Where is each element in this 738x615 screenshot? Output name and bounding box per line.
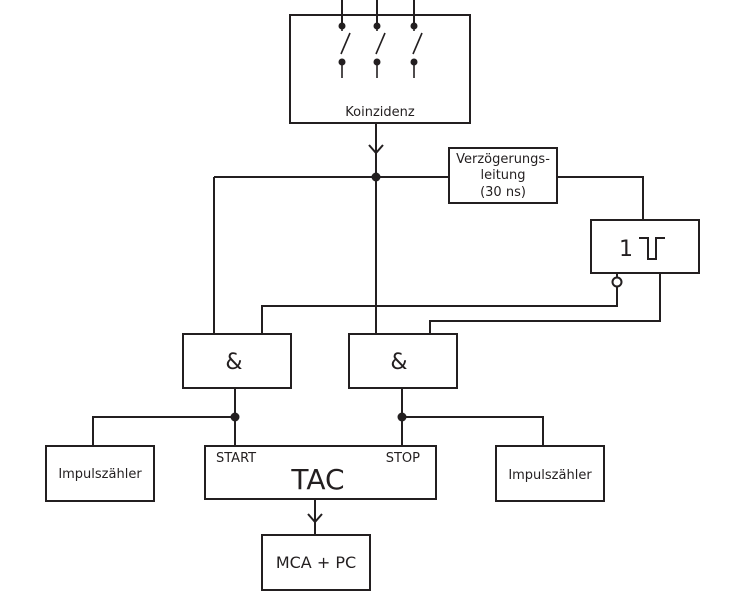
arrow-down-icon [307, 513, 323, 524]
counter-label: Impulszähler [58, 467, 142, 482]
delay-line-label-line3: (30 ns) [480, 185, 526, 200]
switch-icon [338, 22, 351, 78]
mca-pc-label: MCA + PC [276, 553, 356, 572]
and-gate-label: & [390, 350, 407, 375]
switch-icon [373, 22, 386, 78]
delay-to-monoflop-wire [557, 176, 644, 220]
stop-to-counter-wire [402, 416, 544, 446]
tac-start-label: START [216, 451, 256, 466]
delay-line-label-line2: leitung [480, 168, 525, 183]
switch-icon [410, 22, 423, 78]
and-gate-stop: & [348, 333, 458, 389]
and-gate-label: & [225, 350, 242, 375]
coincidence-block: Koinzidenz [289, 0, 471, 124]
tac-block: START STOP TAC [204, 445, 437, 500]
inversion-circle-icon [611, 276, 623, 288]
inverted-to-left-and-wire [261, 286, 618, 334]
counter-left: Impulszähler [45, 445, 155, 502]
monoflop-label: 1 [619, 237, 633, 262]
counter-label: Impulszähler [508, 468, 592, 483]
start-to-counter-wire [92, 416, 235, 446]
tac-stop-label: STOP [386, 451, 420, 466]
mca-pc-block: MCA + PC [261, 534, 371, 591]
coincidence-label: Koinzidenz [345, 105, 415, 120]
delay-line-label-line1: Verzögerungs- [456, 152, 550, 167]
junction-dot [371, 172, 381, 182]
and-gate-start: & [182, 333, 292, 389]
delay-line-block: Verzögerungs- leitung (30 ns) [448, 147, 558, 204]
pulse-icon [639, 237, 665, 260]
arrow-down-icon [368, 144, 384, 155]
monoflop-block: 1 [590, 219, 700, 274]
counter-right: Impulszähler [495, 445, 605, 502]
tac-title: TAC [290, 463, 344, 496]
output-to-right-and-wire [429, 273, 661, 334]
